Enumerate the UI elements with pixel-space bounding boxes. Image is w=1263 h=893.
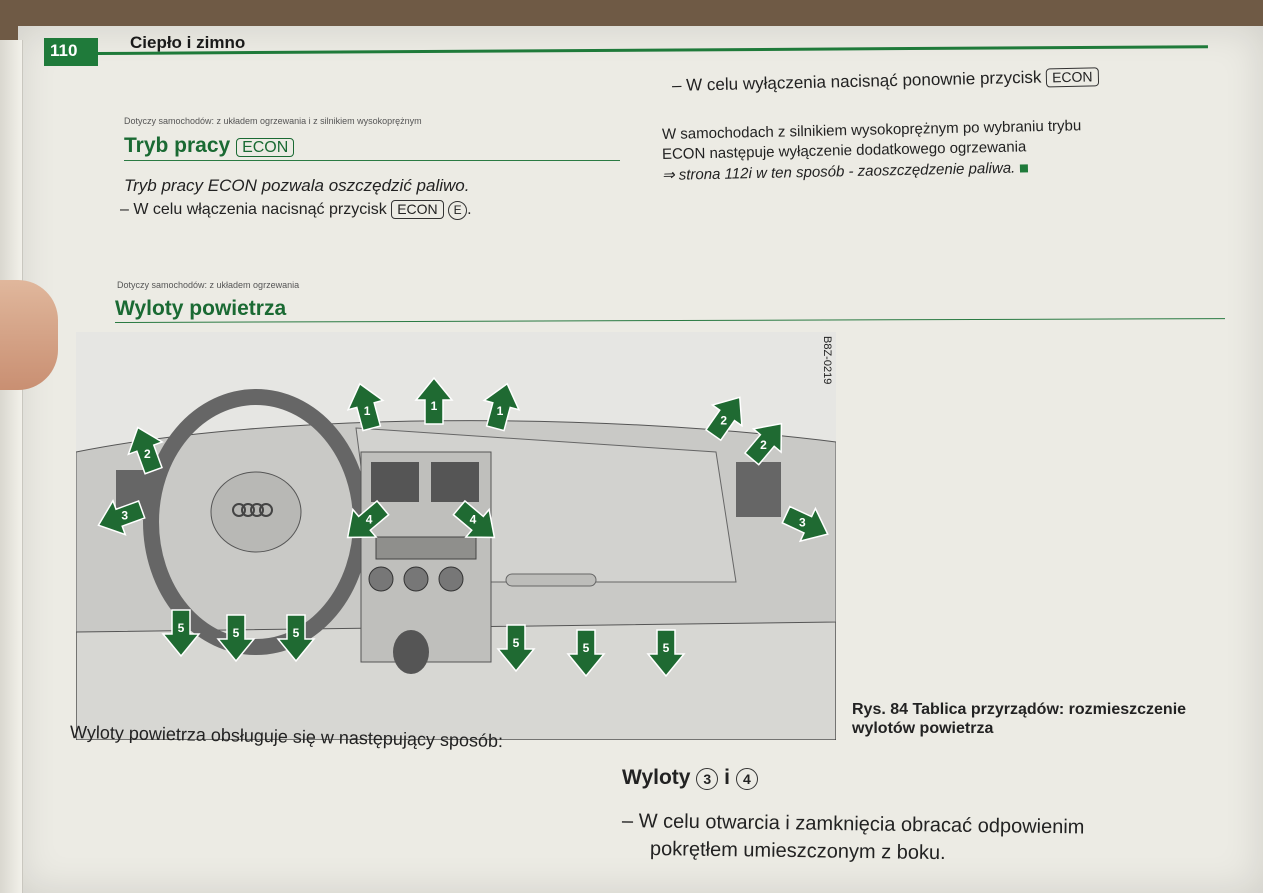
vents-subheading-text: Wyloty: [622, 766, 691, 789]
airflow-arrow-1: 1: [346, 382, 385, 432]
center-vent-left: [371, 462, 419, 502]
logo-rings-icon: [232, 503, 273, 517]
figure-code: B8Z-0219: [821, 336, 833, 384]
gear-knob: [393, 630, 429, 674]
circle-3: 3: [696, 768, 719, 790]
econ-applies-to: Dotyczy samochodów: z układem ogrzewania…: [124, 116, 422, 126]
airflow-arrow-3: 3: [97, 499, 146, 536]
figure-caption-line-2: wylotów powietrza: [852, 720, 994, 737]
airflow-arrow-label: 5: [233, 626, 240, 640]
airflow-arrow-5: 5: [496, 624, 536, 673]
airflow-arrow-label: 2: [144, 447, 151, 461]
page-stack-edge: [0, 40, 23, 893]
airflow-arrow-label: 4: [470, 512, 477, 526]
page-number: 110: [50, 41, 78, 60]
airflow-arrow-label: 1: [431, 399, 438, 413]
airflow-arrow-1: 1: [414, 376, 454, 425]
econ-intro: Tryb pracy ECON pozwala oszczędzić paliw…: [124, 176, 470, 195]
vents-subheading-join: i: [724, 766, 730, 789]
airflow-arrow-label: 5: [178, 621, 185, 635]
figure-caption: Rys. 84 Tablica przyrządów: rozmieszczen…: [852, 700, 1186, 738]
airflow-arrow-label: 5: [663, 641, 670, 655]
figure-caption-line-1: Rys. 84 Tablica przyrządów: rozmieszczen…: [852, 701, 1187, 718]
airflow-arrow-label: 2: [760, 438, 767, 452]
airflow-arrow-4: 4: [346, 499, 390, 539]
airflow-arrow-2: 2: [743, 422, 783, 466]
airflow-arrow-2: 2: [704, 396, 743, 442]
vents-step-2: pokrętłem umieszczonym z boku.: [649, 838, 946, 865]
econ-key-off: ECON: [1045, 67, 1099, 88]
center-vent-right: [431, 462, 479, 502]
climate-knob-3: [438, 566, 464, 592]
airflow-arrow-2: 2: [127, 426, 164, 475]
airflow-arrow-5: 5: [276, 614, 316, 663]
steering-hub: [210, 471, 302, 553]
airflow-arrow-label: 2: [720, 413, 727, 427]
airflow-arrow-4: 4: [452, 499, 496, 539]
econ-step-on: – W celu włączenia nacisnąć przycisk ECO…: [120, 200, 472, 220]
airflow-arrow-5: 5: [646, 629, 686, 678]
page-title: Ciepło i zimno: [130, 33, 246, 52]
airflow-arrow-label: 5: [583, 641, 590, 655]
airflow-arrow-1: 1: [482, 382, 521, 432]
airflow-arrow-5: 5: [161, 609, 201, 658]
airflow-arrow-label: 4: [366, 512, 373, 526]
page-number-tab: [44, 38, 98, 66]
right-side-vent: [736, 462, 781, 517]
airflow-arrow-label: 1: [364, 404, 371, 418]
airflow-arrow-label: 3: [121, 509, 128, 523]
econ-rule: [124, 160, 620, 161]
airflow-arrow-5: 5: [216, 614, 256, 663]
vents-section-title: Wyloty powietrza: [115, 297, 287, 320]
end-marker-icon: [1019, 164, 1028, 173]
airflow-arrow-label: 5: [513, 636, 520, 650]
airflow-arrow-label: 3: [799, 515, 806, 529]
econ-circle-e: E: [448, 201, 468, 220]
radio-unit: [375, 536, 477, 560]
econ-key: ECON: [391, 200, 444, 219]
climate-knob-2: [403, 566, 429, 592]
econ-title-text: Tryb pracy: [124, 134, 231, 157]
airflow-arrow-5: 5: [566, 629, 606, 678]
econ-section-title: Tryb pracy ECON: [124, 134, 295, 158]
circle-4: 4: [735, 768, 758, 790]
vents-subheading: Wyloty 3 i 4: [622, 766, 758, 790]
dashboard-figure: B8Z-0219 1 1 1 2 2 2 3 3 4 4 5 5 5 5 5 5: [76, 332, 836, 740]
climate-knob-1: [368, 566, 394, 592]
arrow-group: 1 1 1 2 2 2 3 3 4 4 5 5 5 5 5 5: [97, 376, 829, 678]
vents-applies-to: Dotyczy samochodów: z układem ogrzewania: [117, 280, 300, 290]
airflow-arrow-3: 3: [781, 505, 829, 543]
airflow-arrow-label: 5: [293, 626, 300, 640]
glovebox-handle: [505, 573, 597, 587]
thumb: [0, 280, 58, 390]
econ-step-on-text: – W celu włączenia nacisnąć przycisk: [120, 201, 387, 218]
econ-title-key: ECON: [236, 138, 295, 157]
airflow-arrow-label: 1: [497, 404, 504, 418]
